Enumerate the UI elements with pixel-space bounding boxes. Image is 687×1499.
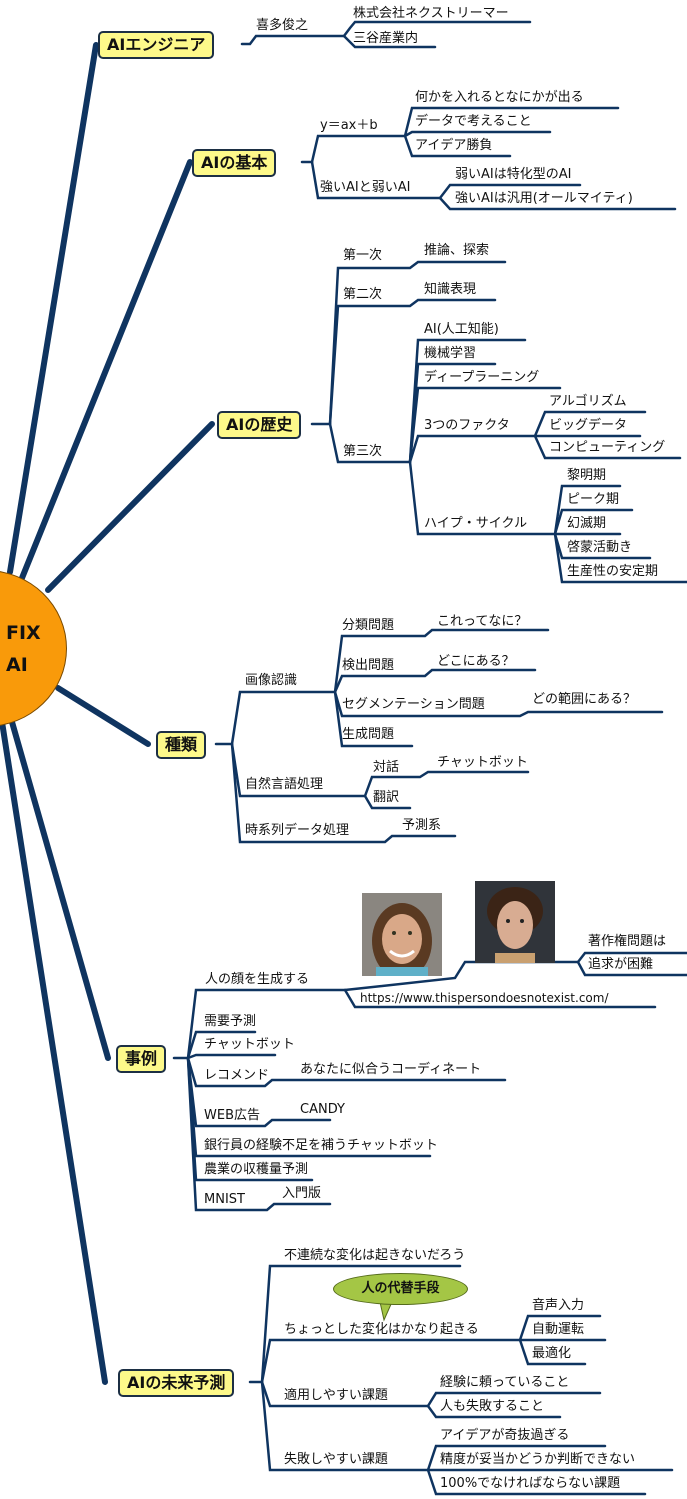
future-small-change[interactable]: ちょっとした変化はかなり起きる: [284, 1322, 479, 1337]
history-hype-item[interactable]: 幻滅期: [567, 516, 607, 531]
history-first[interactable]: 第一次: [343, 248, 383, 263]
history-second[interactable]: 第二次: [343, 287, 383, 302]
cases-face-generation[interactable]: 人の顔を生成する: [205, 972, 310, 987]
cases-copyright-note-line1[interactable]: 著作権問題は: [588, 934, 667, 949]
future-small-change-item[interactable]: 音声入力: [532, 1298, 585, 1313]
topic-ai-engineer[interactable]: AIエンジニア: [98, 31, 215, 59]
topic-ai-basics[interactable]: AIの基本: [192, 149, 277, 177]
topic-ai-future[interactable]: AIの未来予測: [118, 1369, 235, 1397]
basics-strong-weak-item[interactable]: 弱いAIは特化型のAI: [455, 167, 572, 182]
types-image-note[interactable]: これってなに？: [437, 614, 528, 629]
history-third-item[interactable]: ディープラーニング: [424, 370, 540, 385]
cases-web-ad-note[interactable]: CANDY: [300, 1102, 345, 1117]
basics-formula[interactable]: y＝ax＋b: [320, 118, 378, 133]
central-label-line2: AI: [6, 654, 28, 676]
history-third-item[interactable]: AI(人工知能): [424, 322, 499, 337]
history-factors[interactable]: 3つのファクタ: [424, 418, 510, 433]
cases-web-ad[interactable]: WEB広告: [204, 1108, 260, 1123]
central-label-line1: FIX: [6, 622, 41, 644]
cases-copyright-note-line2[interactable]: 追求が困難: [588, 957, 654, 972]
callout-human-substitute[interactable]: 人の代替手段: [333, 1273, 468, 1305]
types-image-item[interactable]: 分類問題: [342, 618, 395, 633]
central-node-label: FIX AI: [6, 617, 41, 681]
future-fail-item[interactable]: 100%でなければならない課題: [440, 1476, 621, 1491]
basics-formula-item[interactable]: データで考えること: [415, 114, 532, 129]
cases-recommend[interactable]: レコメンド: [204, 1068, 270, 1083]
history-first-item[interactable]: 推論、探索: [424, 243, 490, 258]
types-image-item[interactable]: 生成問題: [342, 727, 395, 742]
history-second-item[interactable]: 知識表現: [424, 282, 477, 297]
generated-face-photo-man[interactable]: [475, 881, 555, 963]
types-nlp[interactable]: 自然言語処理: [245, 777, 324, 792]
cases-chatbot[interactable]: チャットボット: [204, 1037, 295, 1052]
cases-bank-chatbot[interactable]: 銀行員の経験不足を補うチャットボット: [204, 1138, 438, 1153]
basics-formula-item[interactable]: 何かを入れるとなにかが出る: [415, 90, 584, 105]
types-nlp-dialog-note[interactable]: チャットボット: [437, 755, 528, 770]
types-timeseries[interactable]: 時系列データ処理: [245, 823, 350, 838]
topic-types[interactable]: 種類: [156, 731, 207, 759]
cases-agri-forecast[interactable]: 農業の収穫量予測: [204, 1162, 309, 1177]
history-hype-item[interactable]: ピーク期: [567, 492, 620, 507]
engineer-name[interactable]: 喜多俊之: [256, 18, 309, 33]
history-third[interactable]: 第三次: [343, 444, 383, 459]
types-image-note[interactable]: どの範囲にある？: [532, 692, 637, 707]
future-easy-item[interactable]: 人も失敗すること: [440, 1399, 545, 1414]
types-image-note[interactable]: どこにある？: [437, 654, 515, 669]
types-nlp-translate[interactable]: 翻訳: [373, 790, 400, 805]
cases-mnist-note[interactable]: 入門版: [282, 1186, 322, 1201]
history-factor-item[interactable]: ビッグデータ: [549, 418, 628, 433]
history-third-item[interactable]: 機械学習: [424, 346, 477, 361]
history-hype-cycle[interactable]: ハイプ・サイクル: [424, 516, 528, 531]
cases-recommend-note[interactable]: あなたに似合うコーディネート: [300, 1062, 482, 1077]
topic-ai-history[interactable]: AIの歴史: [217, 411, 302, 439]
future-discontinuous[interactable]: 不連続な変化は起きないだろう: [284, 1248, 466, 1263]
cases-face-url-link[interactable]: https://www.thispersondoesnotexist.com/: [360, 991, 609, 1005]
engineer-location[interactable]: 三谷産業内: [353, 31, 419, 46]
future-easy-tasks[interactable]: 適用しやすい課題: [284, 1388, 388, 1403]
history-factor-item[interactable]: アルゴリズム: [549, 394, 627, 409]
history-factor-item[interactable]: コンピューティング: [549, 440, 666, 455]
generated-face-photo-woman[interactable]: [362, 893, 442, 976]
history-hype-item[interactable]: 生産性の安定期: [567, 564, 659, 579]
cases-demand-forecast[interactable]: 需要予測: [204, 1014, 257, 1029]
basics-strong-weak-item[interactable]: 強いAIは汎用(オールマイティ): [455, 191, 633, 206]
basics-formula-item[interactable]: アイデア勝負: [415, 138, 493, 153]
future-small-change-item[interactable]: 最適化: [532, 1346, 572, 1361]
engineer-company[interactable]: 株式会社ネクストリーマー: [353, 6, 509, 21]
types-image-item[interactable]: セグメンテーション問題: [342, 697, 485, 712]
types-image-item[interactable]: 検出問題: [342, 658, 395, 673]
future-fail-tasks[interactable]: 失敗しやすい課題: [284, 1452, 388, 1467]
topic-cases[interactable]: 事例: [116, 1045, 167, 1073]
types-nlp-dialog[interactable]: 対話: [373, 760, 400, 775]
future-fail-item[interactable]: アイデアが奇抜過ぎる: [440, 1428, 570, 1443]
future-fail-item[interactable]: 精度が妥当かどうか判断できない: [440, 1452, 636, 1467]
types-timeseries-note[interactable]: 予測系: [402, 818, 442, 833]
history-hype-item[interactable]: 啓蒙活動き: [567, 540, 633, 555]
future-easy-item[interactable]: 経験に頼っていること: [440, 1375, 570, 1390]
cases-mnist[interactable]: MNIST: [204, 1192, 245, 1207]
basics-strong-weak[interactable]: 強いAIと弱いAI: [320, 180, 411, 195]
future-small-change-item[interactable]: 自動運転: [532, 1322, 585, 1337]
types-image-recognition[interactable]: 画像認識: [245, 673, 298, 688]
history-hype-item[interactable]: 黎明期: [567, 468, 607, 483]
